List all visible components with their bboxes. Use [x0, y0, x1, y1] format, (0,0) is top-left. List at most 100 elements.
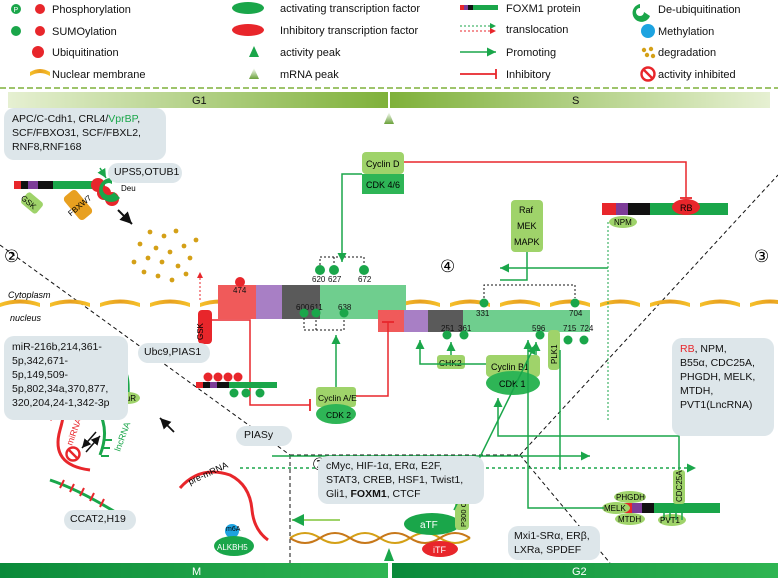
- legend-methylation: Methylation: [658, 26, 714, 38]
- dub-text: UPS5,OTUB1: [114, 166, 180, 178]
- cyclin-ae-label: Cyclin A/E: [318, 393, 357, 403]
- cdk2-bracket: [303, 318, 345, 331]
- divider-right: [519, 174, 778, 456]
- pvt1-label: PVT1: [660, 516, 681, 525]
- site-627: 627: [328, 275, 342, 284]
- activity-inhibited-icon: [640, 66, 656, 82]
- mapk-promote: [500, 252, 528, 281]
- degradation-particles: [131, 228, 199, 283]
- phase-bar-g2: [392, 563, 778, 578]
- legend-foxm1-protein: FOXM1 protein: [506, 3, 581, 15]
- site-474: 474: [233, 286, 247, 295]
- lnc-text: CCAT2,H19: [70, 513, 126, 525]
- raf-mek-mapk: Raf MEK MAPK: [511, 200, 543, 252]
- itf-protein: [422, 541, 458, 557]
- partners-line2: B55α, CDC25A,: [680, 357, 755, 369]
- de-ubiquitination-icon: [632, 4, 650, 22]
- repressors-line1: Mxi1-SRα, ERβ,: [514, 530, 590, 542]
- phase-m-label: M: [192, 566, 201, 578]
- activity-peak-marker: [384, 548, 394, 561]
- foxm1-protein-icon: [460, 5, 498, 10]
- atf-label: aTF: [420, 520, 438, 531]
- chk2-block: [437, 355, 465, 369]
- legend-inhibitory: Inhibitory: [506, 69, 551, 81]
- cdk1-label: CDK 1: [499, 379, 526, 389]
- pias-callout: PIASy: [236, 426, 292, 446]
- site-361: 361: [458, 324, 472, 333]
- methylation-icon: [641, 24, 655, 38]
- legend-ubiquitination: Ubiquitination: [52, 47, 119, 59]
- gsk-inhibit-cdk2: [212, 319, 310, 406]
- site-600: 600: [296, 303, 310, 312]
- mapk-label: MAPK: [514, 237, 540, 247]
- legend-inhibitory-tf: Inhibitory transcription factor: [280, 25, 419, 37]
- m6a-label: m6A: [226, 526, 241, 533]
- atf-icon: [232, 2, 264, 14]
- itf-label: iTF: [433, 545, 446, 555]
- cdk1-promote: [415, 340, 486, 365]
- gsk-label: GSK: [196, 322, 205, 340]
- phospho-p: P: [14, 7, 19, 14]
- activators-callout: cMyc, HIF-1α, ERα, E2F, STAT3, CREB, HSF…: [318, 456, 484, 504]
- raf-label: Raf: [519, 205, 534, 215]
- premrna-arrow: [159, 417, 175, 433]
- cytoplasm-label: Cytoplasm: [8, 290, 51, 300]
- phospho-icon: [11, 4, 21, 14]
- ub-ligase-line3: RNF8,RNF168: [12, 141, 82, 153]
- cyclin-b1-label: Cyclin B1: [491, 362, 529, 372]
- degradation-icon: [641, 46, 656, 59]
- pre-mrna-strand: [178, 470, 269, 542]
- inhibit-cdk2-line: [356, 322, 389, 397]
- mrna-peak-icon: [249, 68, 259, 79]
- cdk46-label: CDK 4/6: [366, 180, 400, 190]
- mirna-line4: 5p,802,34a,370,877,: [12, 383, 109, 395]
- site-638: 638: [338, 303, 352, 312]
- plk1-block: [548, 330, 560, 370]
- legend-de-ubiquitination: De-ubiquitination: [658, 4, 741, 16]
- mirna-inhibited-icon: [65, 446, 81, 462]
- ub-ligase-callout: APC/C-Cdh1, CRL4/VprBP, SCF/FBXO31, SCF/…: [4, 108, 166, 160]
- p300-cbp: [455, 500, 469, 530]
- alkbh5-label: ALKBH5: [217, 543, 248, 552]
- legend-activating-tf: activating transcription factor: [280, 3, 420, 15]
- legend-phosphorylation: Phosphorylation: [52, 4, 131, 16]
- p300-label: P300 CBP: [459, 492, 468, 527]
- ubiquitin-icon: [32, 46, 44, 58]
- ub-ligase-line2: SCF/FBXO31, SCF/FBXL2,: [12, 127, 141, 139]
- phospho-sites: 474 620 627 672 600 611 638 251 361 331 …: [233, 265, 594, 345]
- site-724: 724: [580, 324, 594, 333]
- chk2-label: CHK2: [439, 358, 462, 368]
- lncrna-pairing: [101, 439, 112, 457]
- legend: P Phosphorylation SUMOylation Ubiquitina…: [11, 2, 741, 82]
- phase-bar-s: [390, 92, 770, 108]
- cdc25a-label: CDC25A: [675, 470, 684, 502]
- melk-label: MELK: [604, 504, 626, 513]
- site-331: 331: [476, 309, 490, 318]
- site-620: 620: [312, 275, 326, 284]
- divider-left: [0, 244, 291, 456]
- mirna-line1: miR-216b,214,361-: [12, 341, 102, 353]
- divider-bottom-right: [519, 454, 611, 564]
- activity-peak-icon: [249, 46, 259, 57]
- phospho-icon-red: [35, 4, 45, 14]
- hur-label: HuR: [120, 394, 136, 403]
- repressors-line2: LXRa, SPDEF: [514, 544, 582, 556]
- mirna-callout: miR-216b,214,361- 5p,342,671- 5p,149,509…: [4, 336, 128, 420]
- partners-line3: PHGDH, MELK,: [680, 371, 756, 383]
- site-596: 596: [532, 324, 546, 333]
- phase-g2-label: G2: [572, 566, 587, 578]
- legend-nuclear-membrane: Nuclear membrane: [52, 69, 146, 81]
- partners-callout: RB, NPM, B55α, CDC25A, PHGDH, MELK, MTDH…: [672, 338, 774, 436]
- mirna-line2: 5p,342,671-: [12, 355, 69, 367]
- mtdh-label: MTDH: [618, 515, 641, 524]
- lnc-mirna-arrow: [81, 431, 97, 449]
- sumo-callout: Ubc9,PIAS1: [138, 343, 210, 363]
- ub-ligase-line1a: APC/C-Cdh1, CRL4/: [12, 113, 109, 125]
- cycd-inhibit-rb: [404, 161, 687, 198]
- itf-icon: [232, 24, 264, 36]
- rb-label: RB: [680, 203, 693, 213]
- mirna-label: miRNA: [64, 416, 83, 446]
- partners-rb: RB: [680, 343, 695, 355]
